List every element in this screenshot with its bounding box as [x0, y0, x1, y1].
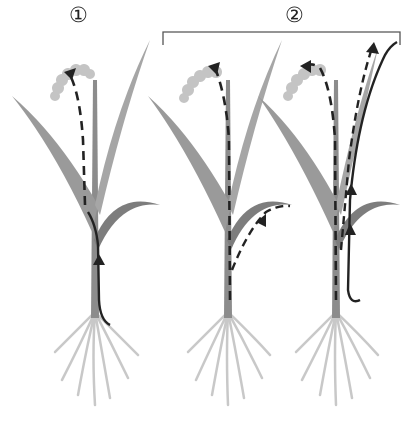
leaf-right-tall	[95, 40, 150, 215]
leaf-right-tall	[336, 48, 378, 215]
flow-solid	[348, 42, 397, 301]
flow-dashed-leaf	[232, 206, 290, 270]
leaf-left	[148, 96, 231, 232]
leaf-right-low	[227, 202, 292, 250]
roots	[188, 312, 270, 405]
leaf-left	[12, 96, 98, 232]
arrowhead	[366, 42, 379, 54]
roots	[55, 312, 138, 405]
panel-label-2: ②	[285, 3, 304, 27]
roots	[296, 312, 378, 405]
bracket-line	[163, 32, 400, 45]
plant-3	[258, 42, 400, 405]
plant-1	[12, 40, 160, 405]
leaf-right-low	[94, 202, 160, 250]
leaf-left	[258, 96, 339, 232]
panel-label-1: ①	[69, 3, 88, 27]
leaf-right-tall	[228, 40, 282, 215]
plant-2	[148, 40, 292, 405]
